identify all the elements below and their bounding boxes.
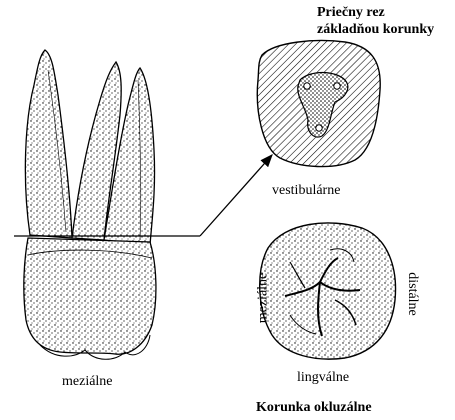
tooth-mesial-label: meziálne (62, 374, 113, 390)
mesial-side-label: meziálne (255, 273, 271, 324)
vestibular-label: vestibulárne (272, 183, 340, 199)
occlusal-crown (260, 223, 396, 359)
distal-side-label: distálne (404, 272, 420, 316)
cross-section-title-line2: základňou korunky (317, 22, 434, 38)
lingual-label: lingválne (297, 370, 349, 386)
occlusal-title: Korunka okluzálne (256, 400, 372, 416)
arrow (200, 155, 272, 236)
cross-section (257, 41, 380, 167)
cross-section-title-line1: Priečny rez (317, 5, 385, 21)
tooth-crown (24, 238, 156, 359)
tooth-roots (25, 50, 154, 245)
